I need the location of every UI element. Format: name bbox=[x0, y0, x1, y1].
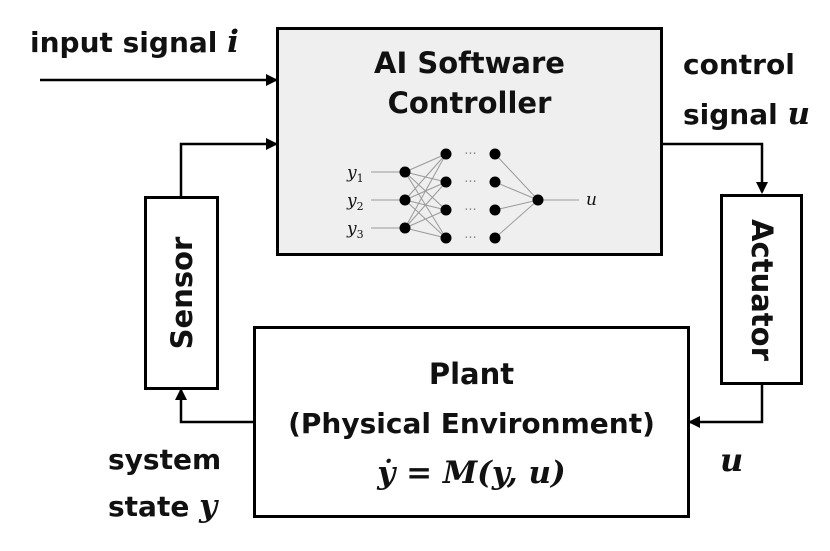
nn-edge bbox=[494, 153, 539, 201]
plant-input-u-label: u bbox=[720, 441, 744, 479]
nn-node bbox=[489, 204, 501, 216]
nn-node bbox=[489, 176, 501, 188]
controller-title-line1: AI Software bbox=[374, 46, 565, 80]
plant-to-sensor-arrow bbox=[175, 388, 253, 424]
nn-edge bbox=[404, 153, 447, 173]
control-signal-label-line1: control bbox=[683, 48, 795, 81]
nn-edge bbox=[404, 153, 447, 201]
nn-ellipsis: ··· bbox=[464, 175, 476, 190]
nn-ellipsis: ··· bbox=[464, 147, 476, 162]
actuator-to-plant-arrow bbox=[688, 385, 764, 428]
nn-input-label: y3 bbox=[346, 219, 364, 241]
input-signal-label: input signal i bbox=[30, 24, 239, 60]
sensor-label: Sensor bbox=[164, 236, 199, 350]
controller-to-actuator-arrow bbox=[661, 142, 768, 194]
plant-equation: ẏ = M(y, u) bbox=[377, 455, 566, 491]
nn-node bbox=[399, 194, 411, 206]
nn-node bbox=[399, 166, 411, 178]
sensor-box: Sensor bbox=[144, 196, 219, 390]
nn-node bbox=[489, 232, 501, 244]
actuator-label: Actuator bbox=[744, 218, 779, 361]
nn-edge bbox=[404, 209, 447, 229]
plant-title-line2: (Physical Environment) bbox=[288, 407, 655, 440]
nn-node bbox=[532, 194, 544, 206]
nn-ellipsis: ··· bbox=[464, 231, 476, 246]
nn-node bbox=[399, 222, 411, 234]
system-state-label-line2: state y bbox=[108, 488, 218, 524]
nn-node bbox=[440, 176, 452, 188]
nn-output-label: u bbox=[586, 190, 597, 210]
nn-node bbox=[440, 148, 452, 160]
controller-box: AI Software Controller ··· ··· ··· ··· y1 y2 y… bbox=[276, 27, 663, 256]
nn-input-label: y2 bbox=[346, 191, 364, 213]
sensor-to-controller-arrow bbox=[179, 138, 278, 196]
nn-edge bbox=[494, 181, 539, 201]
nn-input-label: y1 bbox=[346, 163, 364, 185]
control-signal-label-line2: signal u bbox=[683, 96, 811, 132]
actuator-box: Actuator bbox=[720, 194, 803, 385]
neural-network-diagram: ··· ··· ··· ··· y1 y2 y3 u bbox=[346, 147, 597, 246]
nn-edge bbox=[404, 181, 447, 229]
nn-node bbox=[440, 232, 452, 244]
nn-node bbox=[440, 204, 452, 216]
nn-edge bbox=[404, 153, 447, 229]
system-state-label-line1: system bbox=[108, 443, 222, 476]
plant-box: Plant (Physical Environment) ẏ = M(y, u) bbox=[253, 326, 690, 518]
nn-ellipsis: ··· bbox=[464, 203, 476, 218]
nn-node bbox=[489, 148, 501, 160]
nn-edge bbox=[404, 227, 447, 239]
nn-edge bbox=[494, 199, 539, 211]
nn-edge bbox=[494, 199, 539, 239]
plant-title-line1: Plant bbox=[428, 357, 515, 391]
controller-title-line2: Controller bbox=[387, 86, 552, 120]
